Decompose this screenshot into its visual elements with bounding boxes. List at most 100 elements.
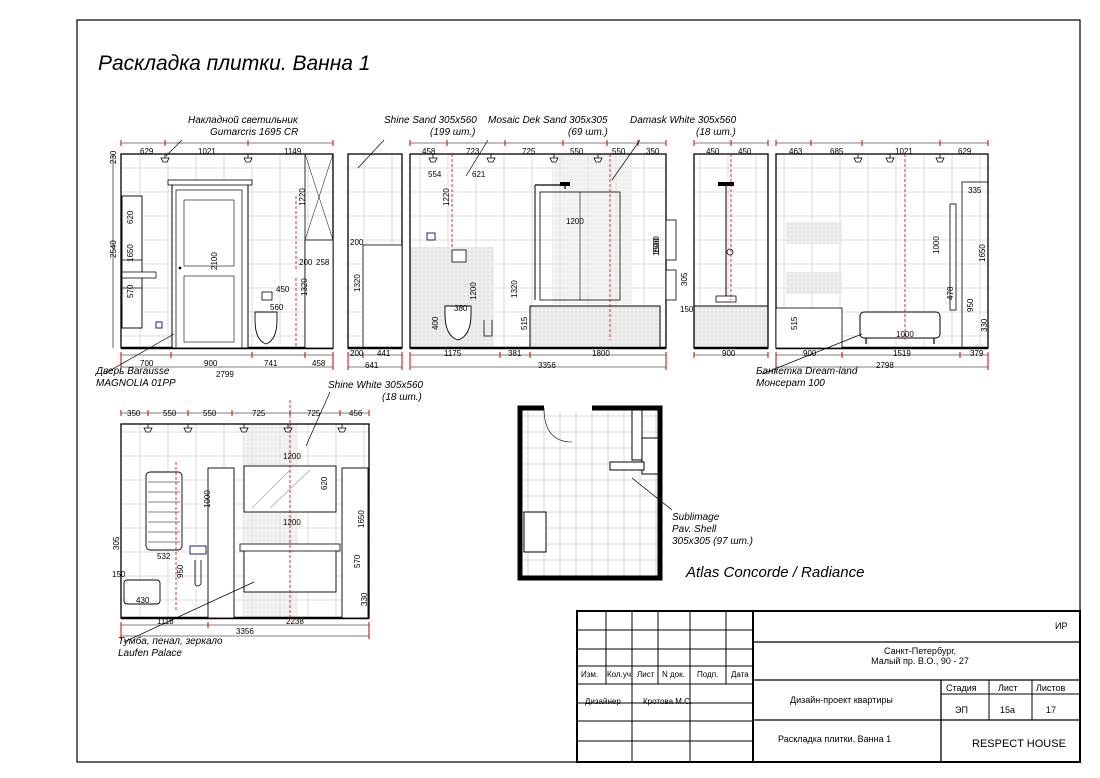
designer-name: Кротова М.С. <box>643 697 693 706</box>
floor-plan <box>517 404 663 581</box>
dimension-e2_bottom-1: 441 <box>377 349 391 358</box>
dimension-e2_left-0: 200 <box>350 238 364 247</box>
dimension-e6_inner-10: 305 <box>112 536 121 550</box>
dimension-e1_inner-6: 258 <box>316 258 330 267</box>
leader-lines <box>103 139 863 643</box>
dimension-e3_top-4: 550 <box>612 147 626 156</box>
dimension-e1_bottom-0: 700 <box>140 359 154 368</box>
col-ndoc: N док. <box>662 670 685 679</box>
sheet-name: Раскладка плитки. Ванна 1 <box>778 734 892 744</box>
dimension-e6_top-5: 456 <box>349 409 363 418</box>
sheet-head: Лист <box>998 683 1018 693</box>
dimension-e1_inner-0: 2100 <box>210 252 219 270</box>
dimension-e6_top-0: 350 <box>127 409 141 418</box>
dimension-e6_inner-3: 1000 <box>203 490 212 508</box>
dimension-e6_bottom-1: 2238 <box>286 617 304 626</box>
elevation-6 <box>120 400 370 639</box>
project-name: Дизайн-проект квартиры <box>790 695 893 705</box>
dimension-e1_bottom-2: 741 <box>264 359 278 368</box>
tile-collection-label: Atlas Concorde / Radiance <box>686 564 865 581</box>
address: Санкт-Петербург,Малый пр. В.О., 90 - 27 <box>871 646 969 666</box>
dimension-e1_bottom-4: 2799 <box>216 370 234 379</box>
dimension-e5_top-0: 463 <box>789 147 803 156</box>
dimension-e5_inner-3: 1000 <box>896 330 914 339</box>
dimension-e3_inner-8: 1500 <box>652 236 661 254</box>
dimension-e5_inner-5: 950 <box>966 298 975 312</box>
dimension-e6_inner-5: 950 <box>176 564 185 578</box>
sheet-number: 15а <box>1000 705 1016 715</box>
sheets-total: 17 <box>1046 705 1057 715</box>
dimension-e3_inner-7: 1200 <box>566 217 584 226</box>
dimension-e3_top-3: 550 <box>570 147 584 156</box>
sheet-code: ИР <box>1055 621 1068 631</box>
dimension-e1_left-3: 1650 <box>126 244 135 262</box>
dimension-e1_inner-3: 560 <box>270 303 284 312</box>
dimension-e2_bottom-0: 200 <box>350 349 364 358</box>
dimension-e3_inner-2: 400 <box>431 316 440 330</box>
dimension-e1_top-0: 629 <box>140 147 154 156</box>
dimension-e5_top-4: 335 <box>968 186 982 195</box>
dimension-e1_left-2: 620 <box>126 210 135 224</box>
dimension-e3_bottom-1: 381 <box>508 349 522 358</box>
elevation-2 <box>347 153 403 370</box>
dimension-e6_top-1: 550 <box>163 409 177 418</box>
dimension-e5_inner-0: 1000 <box>932 236 941 254</box>
callout-mosaic: Mosaic Dek Sand 305x305(69 шт.) <box>488 115 608 138</box>
dimension-e1_bottom-1: 900 <box>204 359 218 368</box>
dimension-e6_inner-8: 1650 <box>357 510 366 528</box>
dimension-e1_left-1: 2540 <box>109 240 118 258</box>
sheets-head: Листов <box>1036 683 1066 693</box>
dimension-e1_left-0: 230 <box>109 150 118 164</box>
dimension-e5_inner-4: 478 <box>946 286 955 300</box>
dimension-e3_inner-4: 1200 <box>469 282 478 300</box>
dimension-e5_bottom-3: 2798 <box>876 361 894 370</box>
title-block <box>576 610 1081 763</box>
dimension-e3_top-5: 350 <box>646 147 660 156</box>
dimension-e3_inner-6: 515 <box>520 316 529 330</box>
dimension-e6_inner-6: 430 <box>136 596 150 605</box>
dimension-e6_top-4: 725 <box>307 409 321 418</box>
dimension-e5_bottom-0: 900 <box>803 349 817 358</box>
dimension-e5_top-2: 1021 <box>895 147 913 156</box>
dimension-e6_inner-0: 1200 <box>283 452 301 461</box>
dimension-e3_top-2: 725 <box>522 147 536 156</box>
col-list: Лист <box>637 670 655 679</box>
dimension-e4_top-1: 450 <box>738 147 752 156</box>
dimension-e3_inner-10: 150 <box>680 305 694 314</box>
col-kol: Кол.уч. <box>607 670 634 679</box>
elevation-3 <box>409 140 677 370</box>
dimension-e1_top-1: 1021 <box>198 147 216 156</box>
dimension-e6_bottom-0: 1118 <box>157 617 174 626</box>
dimension-e6_inner-2: 620 <box>320 476 329 490</box>
callout-shine-white: Shine White 305x560(18 шт.) <box>328 380 424 403</box>
elevation-4 <box>693 140 769 358</box>
stage-head: Стадия <box>946 683 977 693</box>
dimension-e6_inner-9: 330 <box>360 592 369 606</box>
dimension-e4_top-0: 450 <box>706 147 720 156</box>
dimension-e6_inner-7: 570 <box>353 554 362 568</box>
dimension-e6_bottom-2: 3356 <box>236 627 254 636</box>
sheet-title: Раскладка плитки. Ванна 1 <box>98 52 371 75</box>
designer-label: Дизайнер <box>585 697 621 706</box>
col-podp: Подп. <box>697 670 719 679</box>
dimension-e3_inner-5: 1320 <box>510 280 519 298</box>
dimension-e6_inner-11: 150 <box>112 570 126 579</box>
dimension-e1_bottom-3: 458 <box>312 359 326 368</box>
dimension-e5_inner-2: 515 <box>790 316 799 330</box>
dimension-e1_inner-1: 1220 <box>298 188 307 206</box>
dimension-e2_bottom-2: 641 <box>365 361 379 370</box>
dimension-e3_inner-9: 305 <box>680 272 689 286</box>
dimension-e5_inner-1: 1650 <box>978 244 987 262</box>
elevation-5 <box>775 140 989 370</box>
dimension-e1_inner-4: 1320 <box>300 278 309 296</box>
dimension-e3_top-7: 621 <box>472 170 486 179</box>
dimension-e5_bottom-2: 379 <box>970 349 984 358</box>
dimension-e1_inner-5: 200 <box>299 258 313 267</box>
elevation-1 <box>112 140 334 370</box>
dimension-e3_top-1: 723 <box>466 147 480 156</box>
dimension-e3_bottom-2: 1800 <box>592 349 610 358</box>
